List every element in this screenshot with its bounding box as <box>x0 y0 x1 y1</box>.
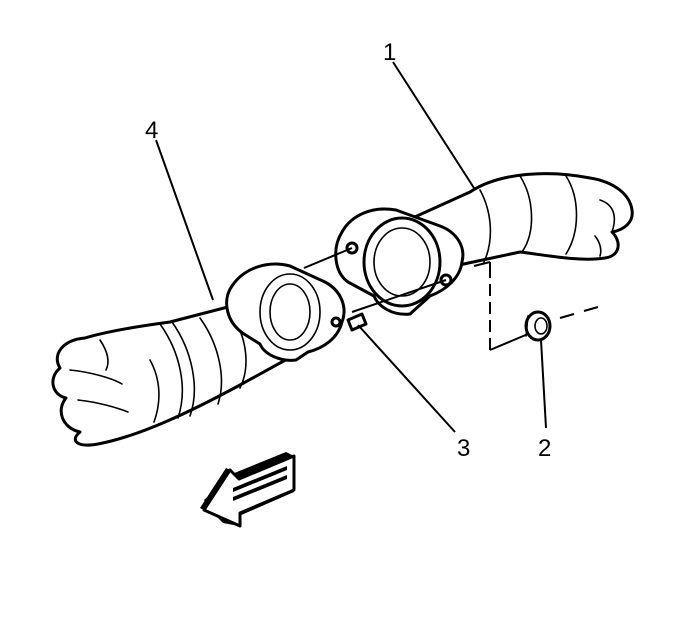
nut <box>524 306 599 342</box>
forward-arrow-icon <box>200 452 296 528</box>
stud <box>346 312 368 332</box>
rear-flange <box>334 207 465 316</box>
flange-alignment-lines <box>303 247 447 313</box>
install-path-line <box>473 261 529 351</box>
callout-4: 4 <box>145 117 158 144</box>
front-exhaust-pipe <box>51 298 302 447</box>
callout-leaders <box>155 61 547 433</box>
callout-1: 1 <box>383 39 396 66</box>
front-flange <box>225 262 346 362</box>
callout-2: 2 <box>538 435 551 462</box>
callout-3: 3 <box>457 435 470 462</box>
